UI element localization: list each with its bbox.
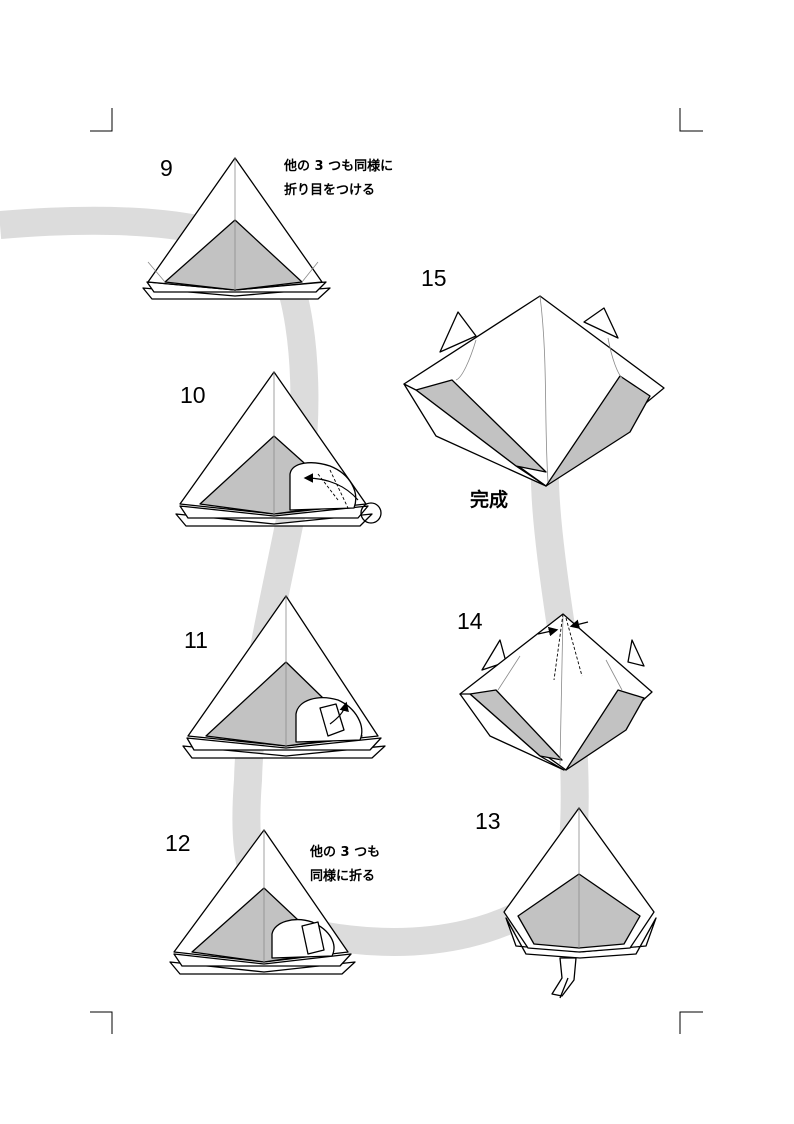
step-number: 12 <box>165 830 191 856</box>
finished-label: 完成 <box>470 488 508 511</box>
step-15-model <box>403 295 665 487</box>
step-number: 13 <box>475 808 501 834</box>
step-9: 9 他の 3 つも同様に 折り目をつける <box>142 155 393 300</box>
note-line: 折り目をつける <box>284 182 375 198</box>
step-14: 14 <box>457 608 653 771</box>
crop-marks <box>90 108 703 1034</box>
step-10: 10 <box>175 371 382 527</box>
step-11-model <box>182 595 386 759</box>
step-13-model <box>503 807 657 999</box>
step-9-model <box>142 157 331 300</box>
step-11: 11 <box>182 595 386 759</box>
step-10-model <box>175 371 382 527</box>
step-number: 10 <box>180 382 206 408</box>
note-line: 同様に折る <box>310 868 375 884</box>
step-12-model <box>169 829 356 975</box>
step-15: 15 完成 <box>403 265 665 511</box>
step-12: 12 他の 3 つも 同様に折る <box>165 829 380 975</box>
note-line: 他の 3 つも <box>309 844 380 860</box>
note-line: 他の 3 つも同様に <box>283 158 393 174</box>
step-number: 15 <box>421 265 447 291</box>
step-number: 11 <box>184 627 208 653</box>
step-number: 14 <box>457 608 483 634</box>
step-number: 9 <box>160 155 173 181</box>
step-13: 13 <box>475 807 657 999</box>
step-14-model <box>459 613 653 771</box>
